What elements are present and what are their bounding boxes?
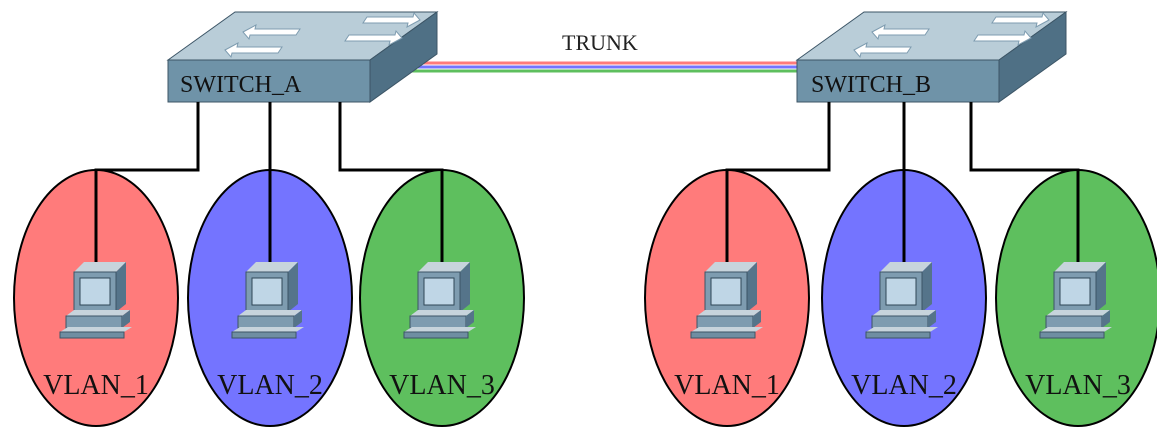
vlan-label: VLAN_1 bbox=[674, 370, 780, 401]
vlan-label: VLAN_1 bbox=[43, 370, 149, 401]
vlan-label: VLAN_3 bbox=[1025, 370, 1131, 401]
switch-label: SWITCH_A bbox=[180, 72, 302, 98]
switch-icon bbox=[795, 11, 1068, 103]
switch-label: SWITCH_B bbox=[811, 72, 931, 98]
trunk-link bbox=[400, 61, 800, 73]
switch-a: SWITCH_A bbox=[166, 11, 439, 103]
drop-cables bbox=[94, 170, 1080, 262]
vlan-label: VLAN_2 bbox=[851, 370, 957, 401]
switch-icon bbox=[166, 11, 439, 103]
vlan-label: VLAN_3 bbox=[389, 370, 495, 401]
trunk-label: TRUNK bbox=[562, 30, 638, 55]
vlan-label: VLAN_2 bbox=[217, 370, 323, 401]
switch-b: SWITCH_B bbox=[795, 11, 1068, 103]
